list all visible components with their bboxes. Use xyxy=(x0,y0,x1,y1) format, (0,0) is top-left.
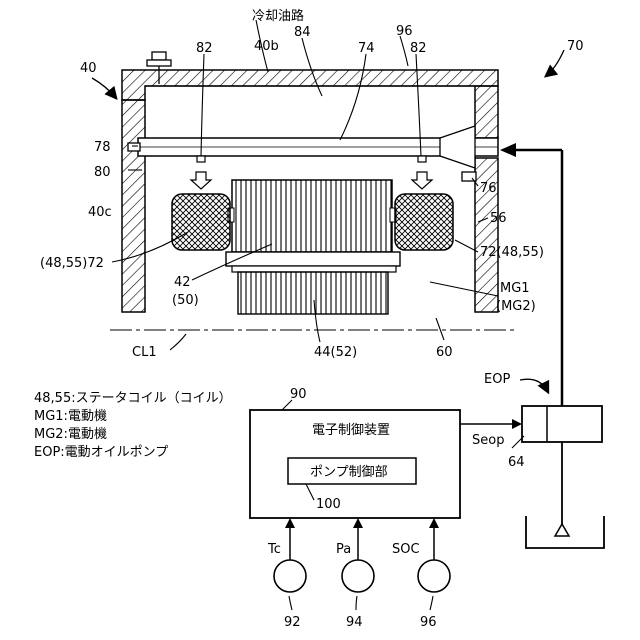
assembly-70-pointer xyxy=(546,50,564,76)
soc-sensor xyxy=(418,560,450,592)
label-tc: Tc xyxy=(267,542,281,557)
label-96-bottom: 96 xyxy=(420,615,437,630)
label-56: 56 xyxy=(490,211,507,226)
nozzle-left xyxy=(197,156,205,162)
oil-spray-arrow-left xyxy=(191,172,211,189)
case-right-wall xyxy=(460,86,498,312)
cooling-oil-pipe xyxy=(128,126,498,181)
label-76: 76 xyxy=(480,181,497,196)
label-42: 42 xyxy=(174,275,191,290)
case-top-wall xyxy=(122,70,498,100)
label-78: 78 xyxy=(94,140,111,155)
rotor xyxy=(226,252,400,314)
label-84: 84 xyxy=(294,25,311,40)
ecu-title: 電子制御装置 xyxy=(312,423,390,438)
label-eop: EOP xyxy=(484,372,510,387)
label-82-left: 82 xyxy=(196,41,213,56)
oil-supply-line xyxy=(500,143,562,406)
label-50: (50) xyxy=(172,293,199,308)
stator-core xyxy=(228,180,396,252)
stator-coil-right xyxy=(395,194,453,250)
label-96-top: 96 xyxy=(396,24,413,39)
label-72-left: (48,55)72 xyxy=(40,256,104,271)
legend-item-coil: 48,55:ステータコイル（コイル） xyxy=(34,391,232,406)
label-70: 70 xyxy=(567,39,584,54)
label-soc: SOC xyxy=(392,542,420,557)
label-100: 100 xyxy=(316,497,341,512)
label-40c: 40c xyxy=(88,205,112,220)
label-72-right: 72(48,55) xyxy=(480,245,544,260)
label-cl1: CL1 xyxy=(132,345,157,360)
case-40-pointer xyxy=(92,78,116,98)
label-80: 80 xyxy=(94,165,111,180)
legend: 48,55:ステータコイル（コイル） MG1:電動機 MG2:電動機 EOP:電… xyxy=(34,391,232,460)
pipe-end-cap xyxy=(128,143,140,151)
label-mg1: MG1 xyxy=(500,281,530,296)
pump-control-label: ポンプ制御部 xyxy=(310,465,388,480)
label-seop: Seop xyxy=(472,433,504,448)
legend-item-mg2: MG2:電動機 xyxy=(34,427,107,442)
label-60: 60 xyxy=(436,345,453,360)
label-92: 92 xyxy=(284,615,301,630)
label-82-right: 82 xyxy=(410,41,427,56)
nozzle-right xyxy=(418,156,426,162)
label-94: 94 xyxy=(346,615,363,630)
electric-oil-pump xyxy=(522,406,604,548)
label-44: 44(52) xyxy=(314,345,357,360)
label-90: 90 xyxy=(290,387,307,402)
pressure-sensor xyxy=(342,560,374,592)
temperature-sensor xyxy=(274,560,306,592)
label-pa: Pa xyxy=(336,542,351,557)
oil-spray-arrow-right xyxy=(412,172,432,189)
stator-coil-left xyxy=(172,194,230,250)
legend-item-mg1: MG1:電動機 xyxy=(34,409,107,424)
label-cooling-path: 冷却油路 xyxy=(252,8,304,24)
case-left-wall xyxy=(122,100,145,312)
legend-item-eop: EOP:電動オイルポンプ xyxy=(34,445,168,460)
leader-lines xyxy=(112,20,524,610)
label-40: 40 xyxy=(80,61,97,76)
eop-pointer xyxy=(520,379,548,392)
label-mg2: (MG2) xyxy=(496,299,536,314)
strainer-icon xyxy=(555,524,569,536)
label-74: 74 xyxy=(358,41,375,56)
label-40b: 40b xyxy=(254,39,279,54)
label-64: 64 xyxy=(508,455,525,470)
